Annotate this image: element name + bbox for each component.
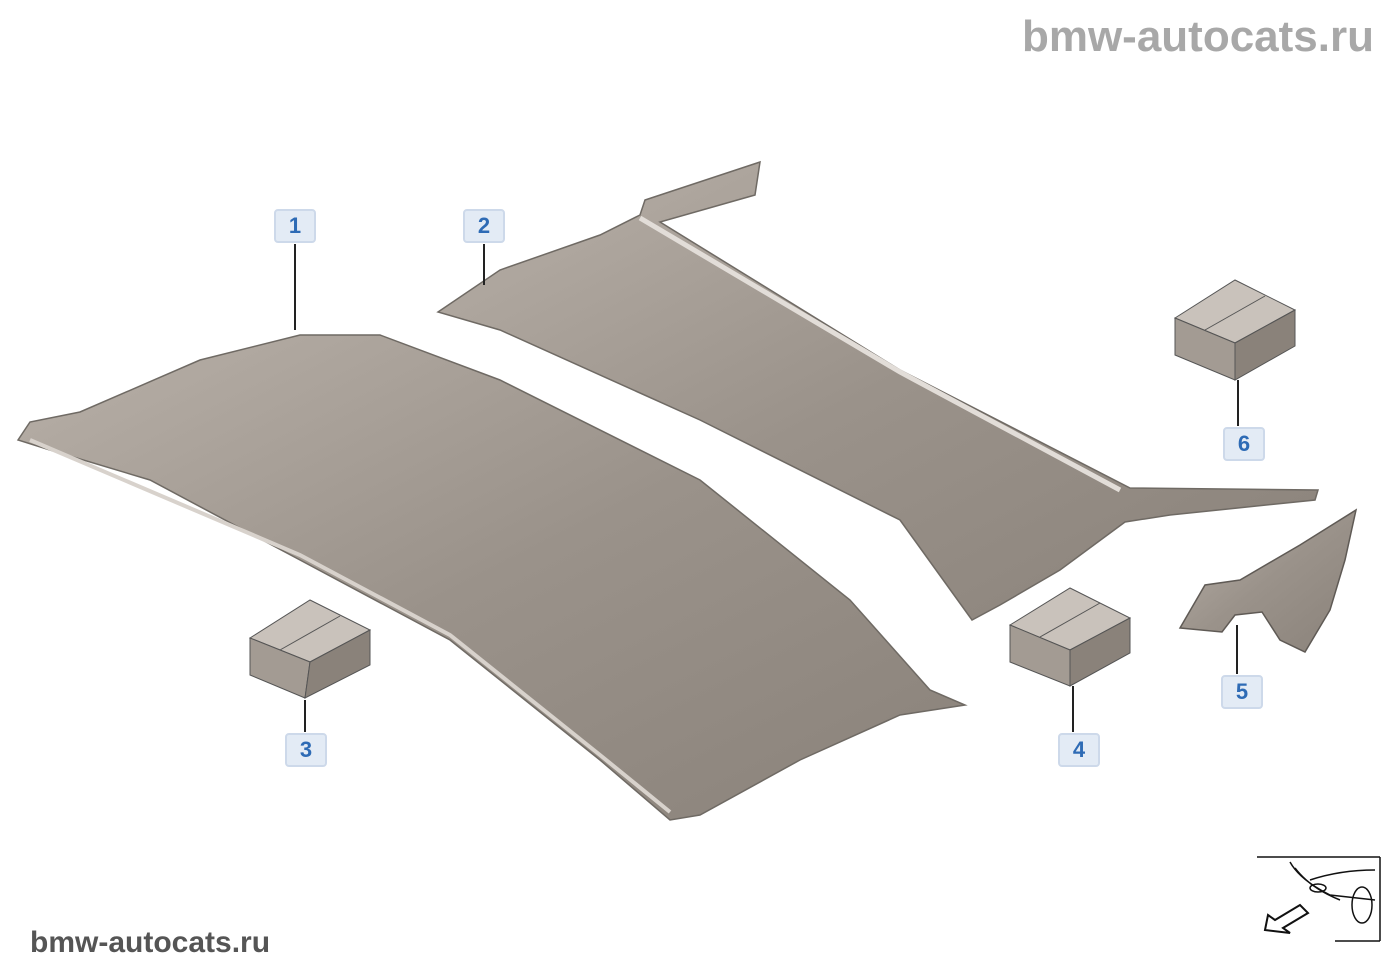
callout-2[interactable]: 2 bbox=[463, 209, 505, 243]
callout-5[interactable]: 5 bbox=[1221, 675, 1263, 709]
callout-4[interactable]: 4 bbox=[1058, 733, 1100, 767]
box-part-4[interactable] bbox=[1008, 587, 1132, 687]
watermark-top: bmw-autocats.ru bbox=[1021, 12, 1374, 61]
box-part-6[interactable] bbox=[1173, 279, 1297, 381]
leader-lines bbox=[294, 244, 1239, 732]
callout-6[interactable]: 6 bbox=[1223, 427, 1265, 461]
headliner-part-1[interactable] bbox=[16, 334, 968, 821]
watermark-bottom: bmw-autocats.ru bbox=[30, 926, 271, 959]
callout-1[interactable]: 1 bbox=[274, 209, 316, 243]
callout-3[interactable]: 3 bbox=[285, 733, 327, 767]
headliner-part-2[interactable] bbox=[436, 160, 1320, 621]
trim-part-5[interactable] bbox=[1178, 508, 1358, 653]
car-orientation-icon bbox=[1257, 856, 1381, 942]
box-part-3[interactable] bbox=[248, 599, 372, 699]
